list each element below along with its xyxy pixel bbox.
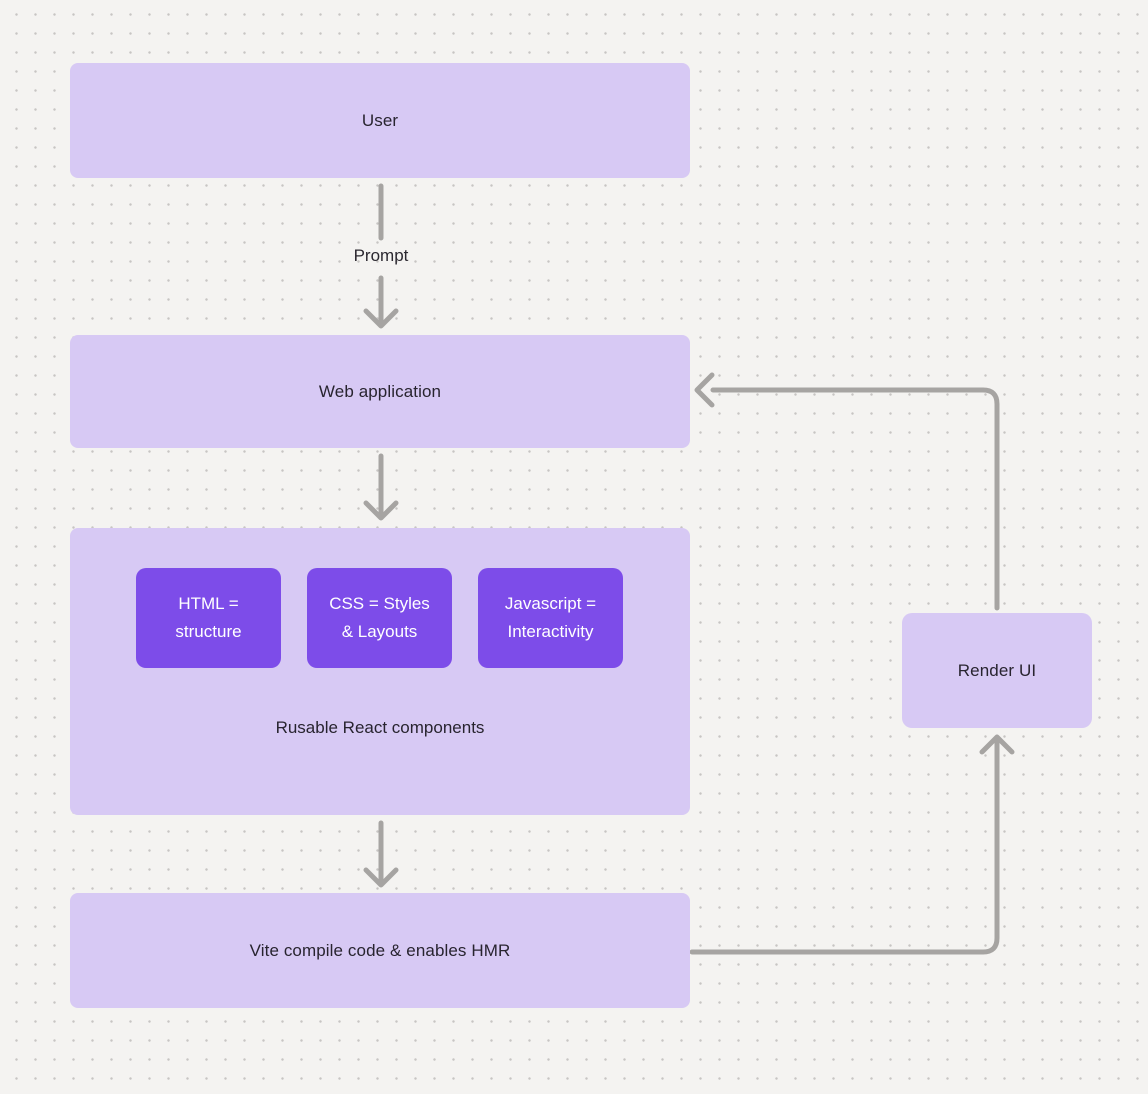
node-html-line2: structure [175, 622, 242, 641]
edge-renderui-to-webapp [710, 387, 1000, 611]
node-web-application-label: Web application [318, 381, 442, 401]
edge-label-prompt: Prompt [353, 246, 409, 265]
arrowhead-left-icon [694, 372, 715, 408]
node-javascript-interactivity: Javascript = Interactivity [478, 568, 623, 668]
node-vite-label: Vite compile code & enables HMR [249, 940, 511, 960]
node-user-label: User [361, 110, 399, 130]
node-css-styles: CSS = Styles & Layouts [307, 568, 452, 668]
arrowhead-down-icon [363, 500, 399, 521]
node-js-line1: Javascript = [504, 594, 597, 613]
arrowhead-down-icon [363, 308, 399, 329]
arrowhead-down-icon [363, 867, 399, 888]
group-react-components: HTML = structure CSS = Styles & Layouts … [70, 528, 690, 815]
node-render-ui: Render UI [902, 613, 1092, 728]
node-user: User [70, 63, 690, 178]
node-vite: Vite compile code & enables HMR [70, 893, 690, 1008]
edge-vite-to-renderui [689, 739, 1000, 955]
node-web-application: Web application [70, 335, 690, 448]
arrowhead-up-icon [979, 734, 1015, 755]
node-render-ui-label: Render UI [957, 660, 1037, 680]
node-css-line1: CSS = Styles [329, 594, 430, 613]
node-css-line2: & Layouts [341, 622, 418, 641]
node-html-structure: HTML = structure [136, 568, 281, 668]
node-js-line2: Interactivity [507, 622, 594, 641]
group-caption: Rusable React components [275, 718, 485, 737]
node-html-line1: HTML = [178, 594, 239, 613]
